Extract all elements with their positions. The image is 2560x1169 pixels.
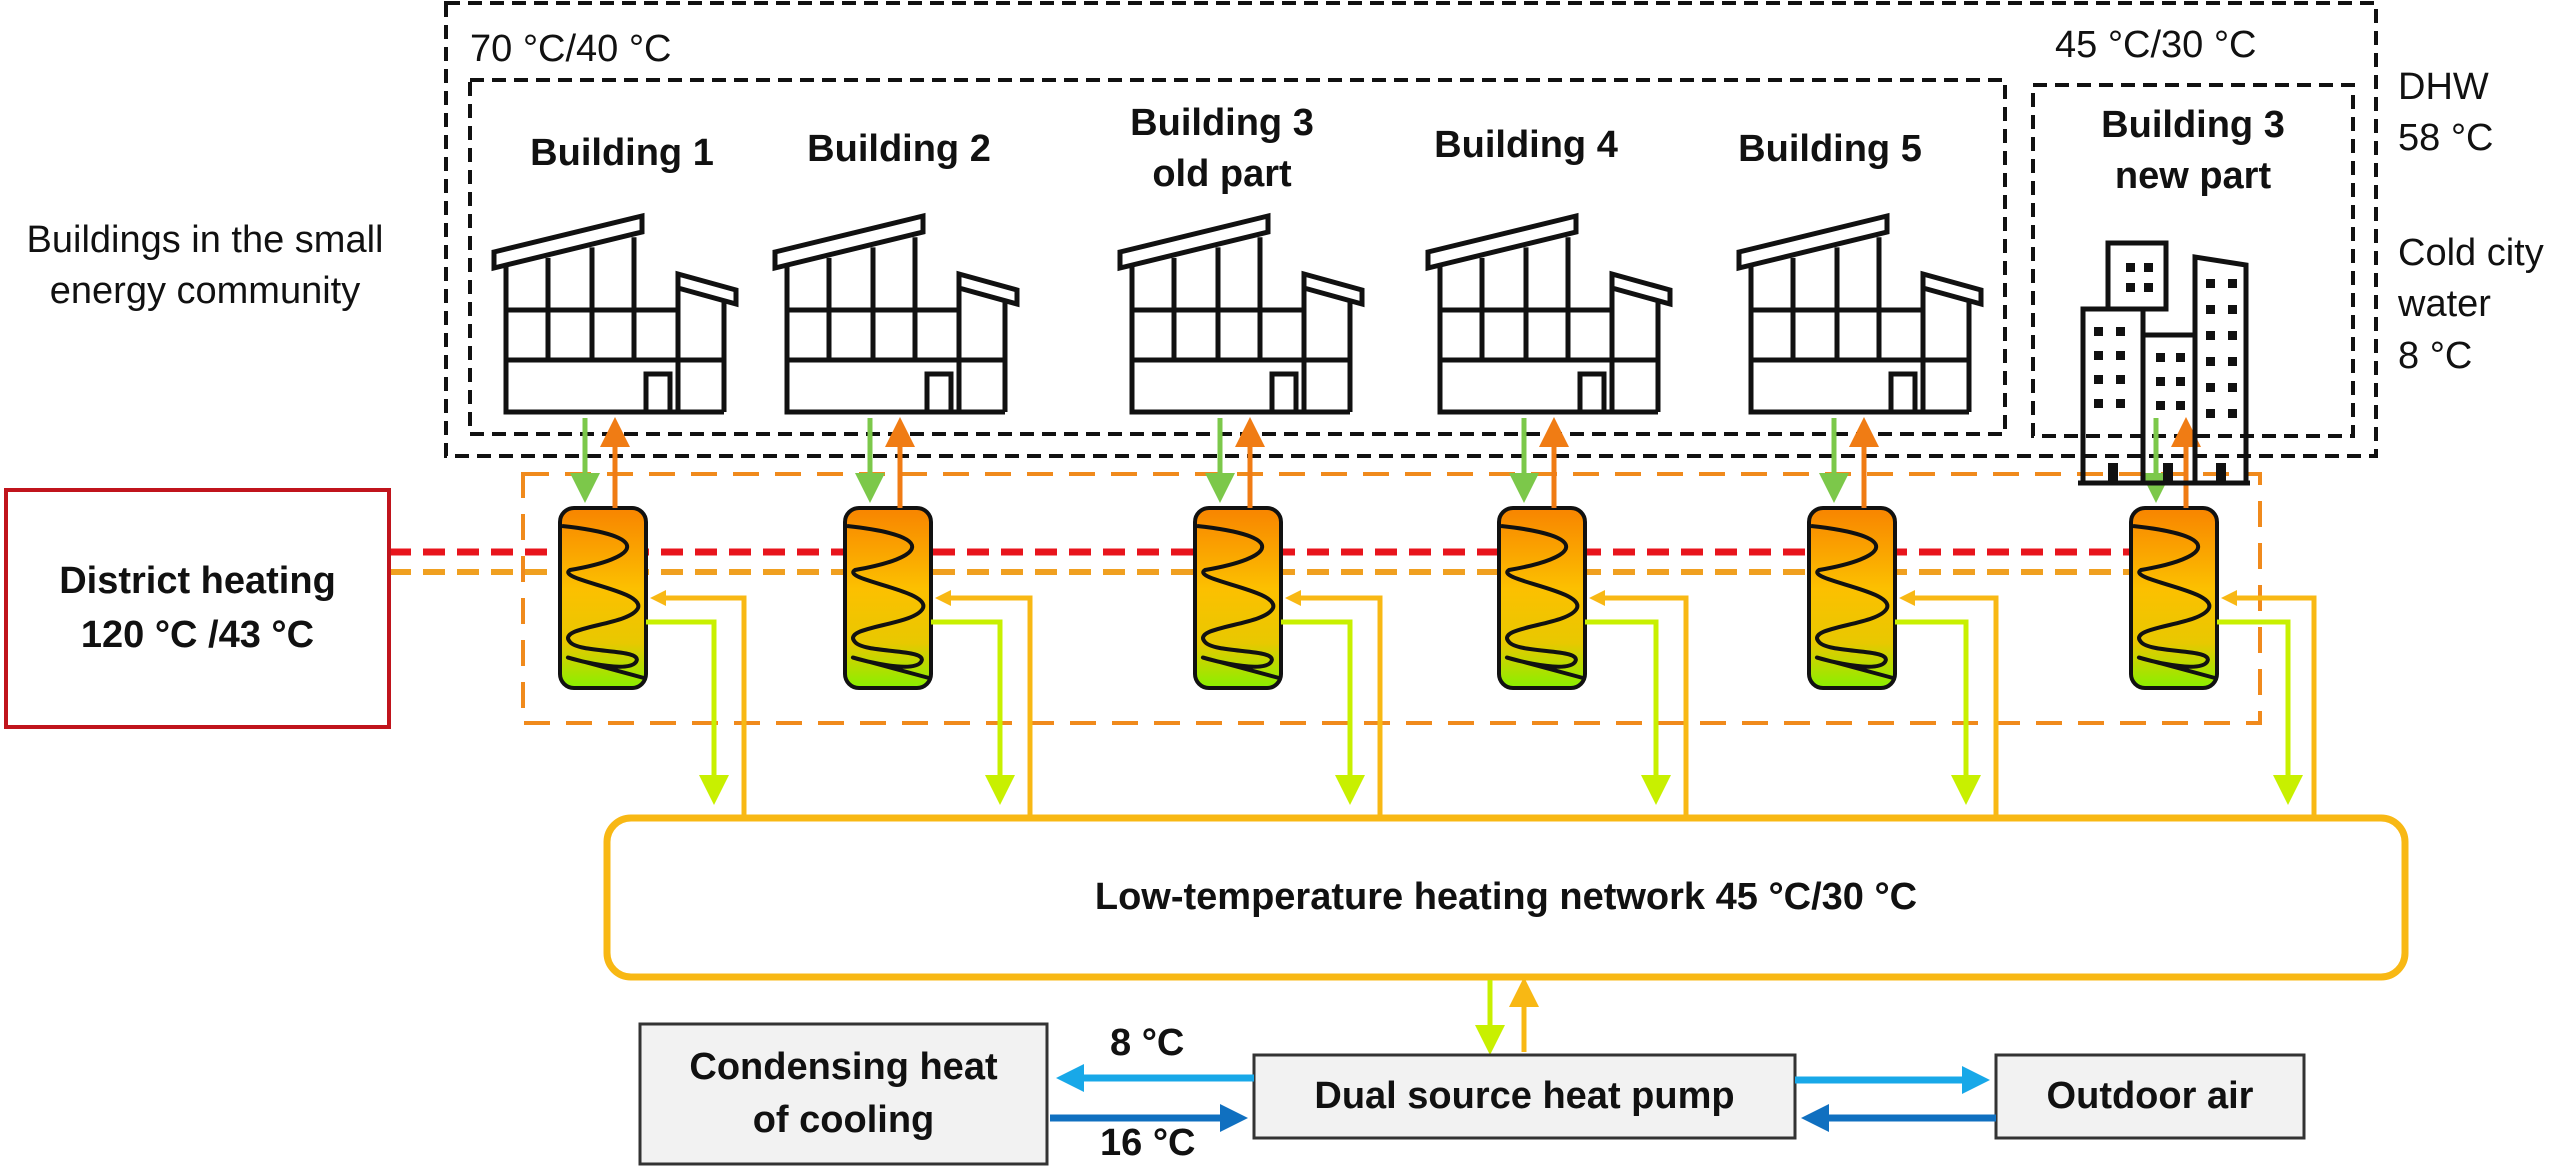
dhw-label: DHW 58 °C [2398, 66, 2494, 160]
window-icon [2176, 377, 2185, 386]
window-icon [2176, 353, 2185, 362]
window-icon [2228, 357, 2237, 366]
coil-icon [2132, 524, 2216, 680]
community-label: Buildings in the small energy community [26, 219, 384, 313]
window-icon [2156, 353, 2165, 362]
window-icon [2156, 377, 2165, 386]
network-return-pipe [1895, 619, 1981, 805]
industrial-building-icon [1736, 212, 1984, 415]
coil-icon [846, 524, 930, 680]
arrow-icon [1899, 590, 1915, 606]
window-icon [2228, 409, 2237, 418]
coil-icon [1196, 524, 1280, 680]
city-buildings-icon [2078, 240, 2250, 486]
coil-icon [1500, 524, 1584, 680]
building-label: Building 4 [1434, 124, 1618, 166]
window-icon [2206, 409, 2215, 418]
window-icon [2228, 383, 2237, 392]
building-label: Building 2 [807, 128, 991, 170]
arrow-icon [1285, 590, 1301, 606]
high-temp-group-temperature: 70 °C/40 °C [470, 28, 672, 70]
window-icon [2206, 331, 2215, 340]
dhw-boundary [521, 472, 2262, 725]
heat-exchanger-tank-icon [1193, 506, 1283, 690]
window-icon [2206, 279, 2215, 288]
industrial-building-icon [491, 212, 739, 415]
outdoor-air-label: Outdoor air [2046, 1074, 2254, 1117]
network-supply-pipe [1603, 595, 1689, 818]
window-icon [2228, 331, 2237, 340]
window-icon [2228, 305, 2237, 314]
network-label: Low-temperature heating network 45 °C/30… [1094, 875, 1918, 918]
coil-icon [1810, 524, 1894, 680]
heat-exchanger-tank-icon [1807, 506, 1897, 690]
community-boundary [444, 1, 2378, 458]
arrow-icon [935, 590, 951, 606]
window-icon [2206, 383, 2215, 392]
district-heating-box [4, 488, 391, 729]
arrow-icon [2221, 590, 2237, 606]
window-icon [2094, 399, 2103, 408]
network-supply-pipe [2235, 595, 2317, 818]
industrial-building-icon [1425, 212, 1673, 415]
window-icon [2094, 375, 2103, 384]
door-icon [2163, 463, 2173, 483]
network-supply-pipe [1299, 595, 1383, 818]
network-supply-pipe [949, 595, 1033, 818]
low-temperature-heating-network [603, 814, 2409, 981]
arrow-icon [650, 590, 666, 606]
window-icon [2144, 263, 2153, 272]
window-icon [2206, 305, 2215, 314]
outdoor-air-box [1994, 1053, 2306, 1140]
window-icon [2228, 279, 2237, 288]
window-icon [2144, 283, 2153, 292]
window-icon [2116, 399, 2125, 408]
window-icon [2206, 357, 2215, 366]
building-label: Building 5 [1738, 128, 1922, 170]
cooling-return-temperature: 16 °C [1100, 1122, 1196, 1164]
door-icon [2108, 463, 2118, 483]
building-label: Building 1 [530, 132, 714, 174]
heat-exchanger-tank-icon [2129, 506, 2219, 690]
heat-pump-label: Dual source heat pump [1314, 1074, 1735, 1117]
low-temp-group-boundary [2031, 83, 2355, 438]
window-icon [2176, 401, 2185, 410]
window-icon [2116, 327, 2125, 336]
window-icon [2116, 375, 2125, 384]
heat-exchanger-tank-icon [843, 506, 933, 690]
heat-pump-box [1252, 1053, 1797, 1140]
network-return-pipe [1585, 619, 1671, 805]
door-icon [2216, 463, 2226, 483]
industrial-building-icon [1117, 212, 1365, 415]
district-heating-label: District heating 120 °C /43 °C [59, 560, 336, 656]
window-icon [2126, 283, 2135, 292]
network-return-pipe [2217, 619, 2303, 805]
network-supply-pipe [664, 595, 747, 818]
network-supply-pipe [1913, 595, 1999, 818]
cold-water-label: Cold city water 8 °C [2398, 232, 2544, 377]
low-temp-group-temperature: 45 °C/30 °C [2055, 24, 2257, 66]
window-icon [2094, 327, 2103, 336]
arrow-icon [1589, 590, 1605, 606]
window-icon [2094, 351, 2103, 360]
cooling-supply-temperature: 8 °C [1110, 1022, 1185, 1064]
heat-exchanger-tank-icon [558, 506, 648, 690]
condensing-heat-label: Condensing heat of cooling [689, 1045, 998, 1141]
heat-exchanger-tank-icon [1497, 506, 1587, 690]
window-icon [2116, 351, 2125, 360]
condensing-heat-box [638, 1022, 1049, 1166]
network-return-pipe [646, 619, 729, 805]
window-icon [2126, 263, 2135, 272]
window-icon [2156, 401, 2165, 410]
coil-icon [561, 524, 645, 680]
industrial-building-icon [772, 212, 1020, 415]
network-return-pipe [1281, 619, 1365, 805]
network-return-pipe [931, 619, 1015, 805]
